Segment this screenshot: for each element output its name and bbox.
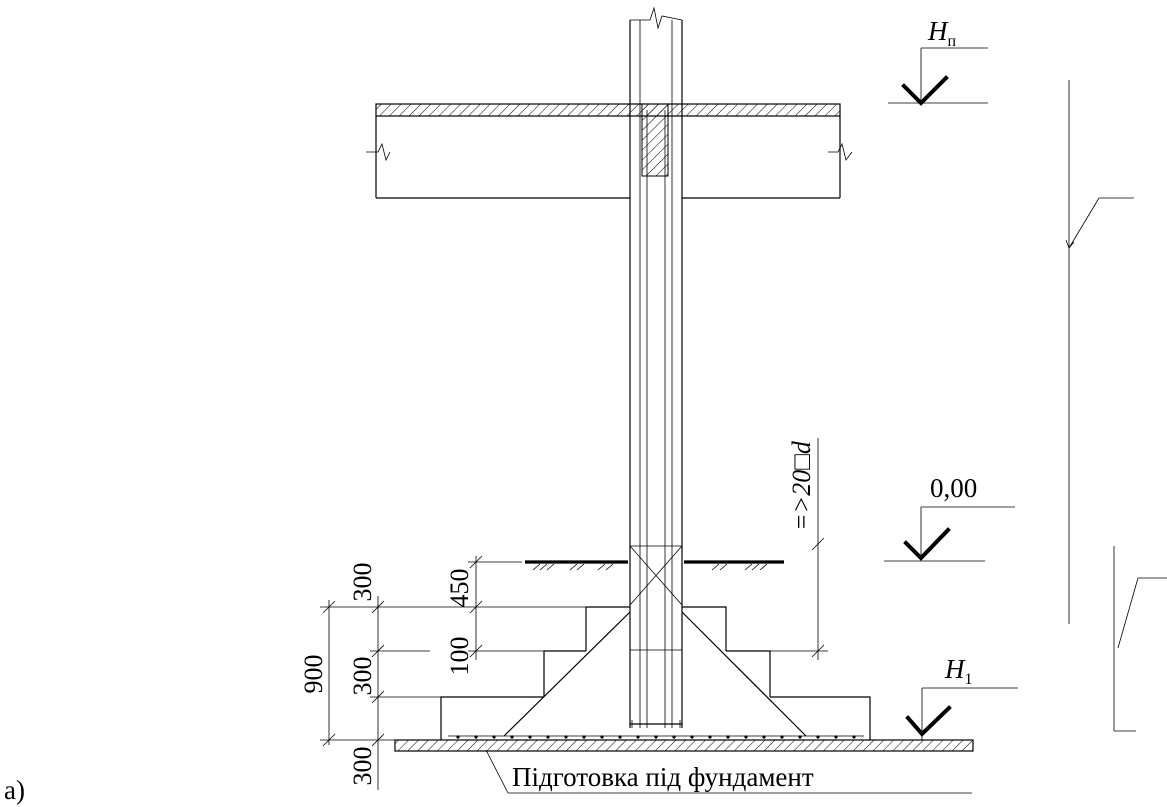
rebar-dot xyxy=(672,735,676,739)
dim-step-mid-300: 300 xyxy=(348,657,377,696)
elevation-top-subscript: п xyxy=(948,33,957,50)
inner-dimension-chain xyxy=(468,555,586,660)
rebar-dot xyxy=(492,735,496,739)
elevation-ground-value: 0,00 xyxy=(930,473,977,503)
rebar-dot xyxy=(798,735,802,739)
svg-text:Hп: Hп xyxy=(927,16,957,50)
rebar-dot xyxy=(564,735,568,739)
rebar-dot xyxy=(546,735,550,739)
column xyxy=(629,6,683,728)
rebar-dot xyxy=(618,735,622,739)
rebar-dot xyxy=(852,735,856,739)
preparation-callout: Підготовка під фундамент xyxy=(485,749,972,794)
dim-total-900: 900 xyxy=(299,655,328,694)
rebar-dot xyxy=(528,735,532,739)
rebar-dot xyxy=(456,735,460,739)
rebar-dot xyxy=(636,735,640,739)
rebar-dot xyxy=(780,735,784,739)
rebar-dot xyxy=(708,735,712,739)
rebar-dot xyxy=(726,735,730,739)
dim-pad-300: 300 xyxy=(348,747,377,786)
rebar-dot xyxy=(510,735,514,739)
rebar-dot xyxy=(834,735,838,739)
foundation-steps xyxy=(440,606,871,740)
elevation-bottom-symbol: H xyxy=(944,654,966,684)
ground-line xyxy=(525,560,784,571)
svg-text:H1: H1 xyxy=(944,654,973,688)
rebar-dot xyxy=(762,735,766,739)
elevation-bottom-subscript: 1 xyxy=(965,671,973,688)
rebar-dot xyxy=(744,735,748,739)
right-leader-upper xyxy=(1065,80,1134,624)
rebar-dots xyxy=(456,735,856,739)
figure-label: а) xyxy=(4,775,25,805)
anchorage-dimension xyxy=(736,438,828,660)
rebar-dot xyxy=(582,735,586,739)
right-leader-lower xyxy=(1113,546,1167,732)
floor-beam xyxy=(366,103,853,199)
outer-dimension-chain xyxy=(320,596,586,790)
elevation-marker-top: Hп xyxy=(888,16,988,106)
rebar-dot xyxy=(654,735,658,739)
preparation-pad xyxy=(394,739,974,752)
rebar-dot xyxy=(600,735,604,739)
dim-anchorage: =>20□d xyxy=(787,440,816,531)
preparation-label: Підготовка під фундамент xyxy=(512,762,814,792)
rebar-dot xyxy=(816,735,820,739)
elevation-marker-bottom: H1 xyxy=(905,654,1018,740)
dim-step-top-300: 300 xyxy=(348,563,377,602)
elevation-top-symbol: H xyxy=(927,16,949,46)
rebar-dot xyxy=(690,735,694,739)
dim-450: 450 xyxy=(445,569,474,608)
dim-100: 100 xyxy=(445,637,474,676)
elevation-marker-ground: 0,00 xyxy=(884,473,1015,562)
rebar-dot xyxy=(474,735,478,739)
